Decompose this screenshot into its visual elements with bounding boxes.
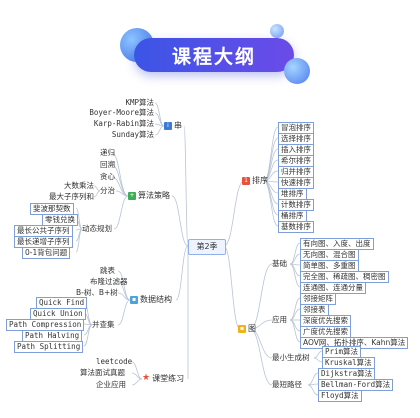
- sub-branch-label[interactable]: 最小生成树: [272, 353, 310, 362]
- list-item: 跳表: [100, 266, 115, 275]
- connector-line: [131, 378, 143, 386]
- list-item: Path Splitting: [14, 341, 84, 353]
- branch-label: 数据结构: [140, 295, 172, 304]
- list-item: 算法面试真题: [80, 368, 125, 377]
- info-icon: i: [164, 121, 172, 130]
- branch-label: 课堂练习: [152, 374, 185, 383]
- connector-line: [263, 180, 279, 216]
- list-item: leetcode: [96, 357, 133, 366]
- connector-line: [263, 180, 279, 227]
- list-item: Karp-Rabin算法: [93, 119, 154, 128]
- branch-practice[interactable]: ★ 课堂练习: [142, 373, 184, 384]
- sub-branch-label[interactable]: 并查集: [92, 320, 115, 329]
- list-item: 邻接表: [300, 304, 329, 316]
- list-item: 企业应用: [96, 380, 126, 389]
- connector-line: [289, 242, 301, 265]
- connector-line: [175, 245, 189, 301]
- connector-line: [93, 190, 101, 198]
- branch-structure[interactable]: ▪ 数据结构: [130, 294, 172, 305]
- sub-branch-label[interactable]: 基础: [272, 259, 287, 268]
- connector-line: [223, 245, 241, 330]
- connector-line: [117, 299, 131, 326]
- branch-strategy[interactable]: + 算法策略: [128, 190, 170, 201]
- sub-branch-label[interactable]: 分治: [100, 186, 115, 195]
- sub-branch-label[interactable]: 动态规划: [82, 224, 112, 233]
- connector-line: [113, 195, 129, 230]
- decorative-sphere-icon: [284, 58, 310, 84]
- branch-label: 图: [248, 324, 256, 333]
- connector-line: [183, 125, 189, 247]
- central-topic[interactable]: 第2季: [188, 239, 226, 255]
- list-item: Sunday算法: [111, 130, 154, 139]
- branch-label: 排序: [252, 176, 268, 185]
- connector-line: [154, 125, 165, 136]
- list-item: Floyd算法: [318, 390, 362, 402]
- connector-line: [75, 228, 83, 253]
- connector-line: [307, 372, 319, 386]
- star-icon: ★: [142, 373, 151, 383]
- title-banner: 课程大纲: [134, 38, 294, 72]
- list-item: 回溯: [100, 160, 115, 169]
- connector-line: [249, 319, 273, 330]
- connector-line: [115, 190, 129, 197]
- page-title: 课程大纲: [171, 45, 256, 68]
- branch-label: 算法策略: [138, 191, 170, 200]
- list-item: 贪心: [100, 172, 115, 181]
- connector-line: [263, 126, 279, 182]
- branch-graph[interactable]: ▪ 图: [238, 323, 256, 334]
- connector-line: [223, 180, 245, 247]
- list-item: 大数乘法: [64, 181, 94, 190]
- branch-sort[interactable]: 1 排序: [242, 175, 268, 186]
- connector-line: [117, 292, 131, 301]
- list-item: Boyer-Moore算法: [89, 108, 154, 117]
- plus-icon: +: [128, 191, 136, 200]
- list-item: 布隆过滤器: [90, 277, 128, 286]
- list-item: 堆排序: [278, 188, 307, 200]
- connector-line: [83, 324, 93, 347]
- list-item: 基数排序: [278, 221, 314, 233]
- connector-line: [313, 350, 323, 359]
- list-item: 递归: [100, 148, 115, 157]
- list-item: 0-1背包问题: [22, 247, 71, 259]
- title-banner-group: 课程大纲: [120, 24, 310, 88]
- number-badge-icon: 1: [242, 176, 250, 185]
- list-item: KMP算法: [125, 98, 154, 107]
- branch-string[interactable]: i 串: [164, 120, 182, 131]
- connector-line: [307, 384, 319, 396]
- connector-line: [313, 357, 323, 363]
- connector-line: [154, 102, 165, 127]
- square-icon: ▪: [238, 324, 246, 333]
- connector-line: [111, 152, 129, 197]
- decorative-sphere-icon: [270, 24, 284, 38]
- connector-line: [289, 297, 301, 321]
- connector-line: [289, 263, 301, 288]
- list-item: 最大子序列和: [49, 192, 94, 201]
- connector-line: [249, 263, 273, 330]
- connector-line: [249, 328, 273, 386]
- connector-line: [289, 319, 301, 343]
- connector-line: [171, 195, 189, 247]
- branch-label: 串: [174, 121, 182, 130]
- sub-branch-label[interactable]: 应用: [272, 315, 287, 324]
- sub-branch-label[interactable]: 最短路径: [272, 380, 302, 389]
- list-item: Quick Union: [30, 308, 86, 320]
- list-item: B-树、B+树: [76, 288, 118, 297]
- square-icon: ▪: [130, 295, 138, 304]
